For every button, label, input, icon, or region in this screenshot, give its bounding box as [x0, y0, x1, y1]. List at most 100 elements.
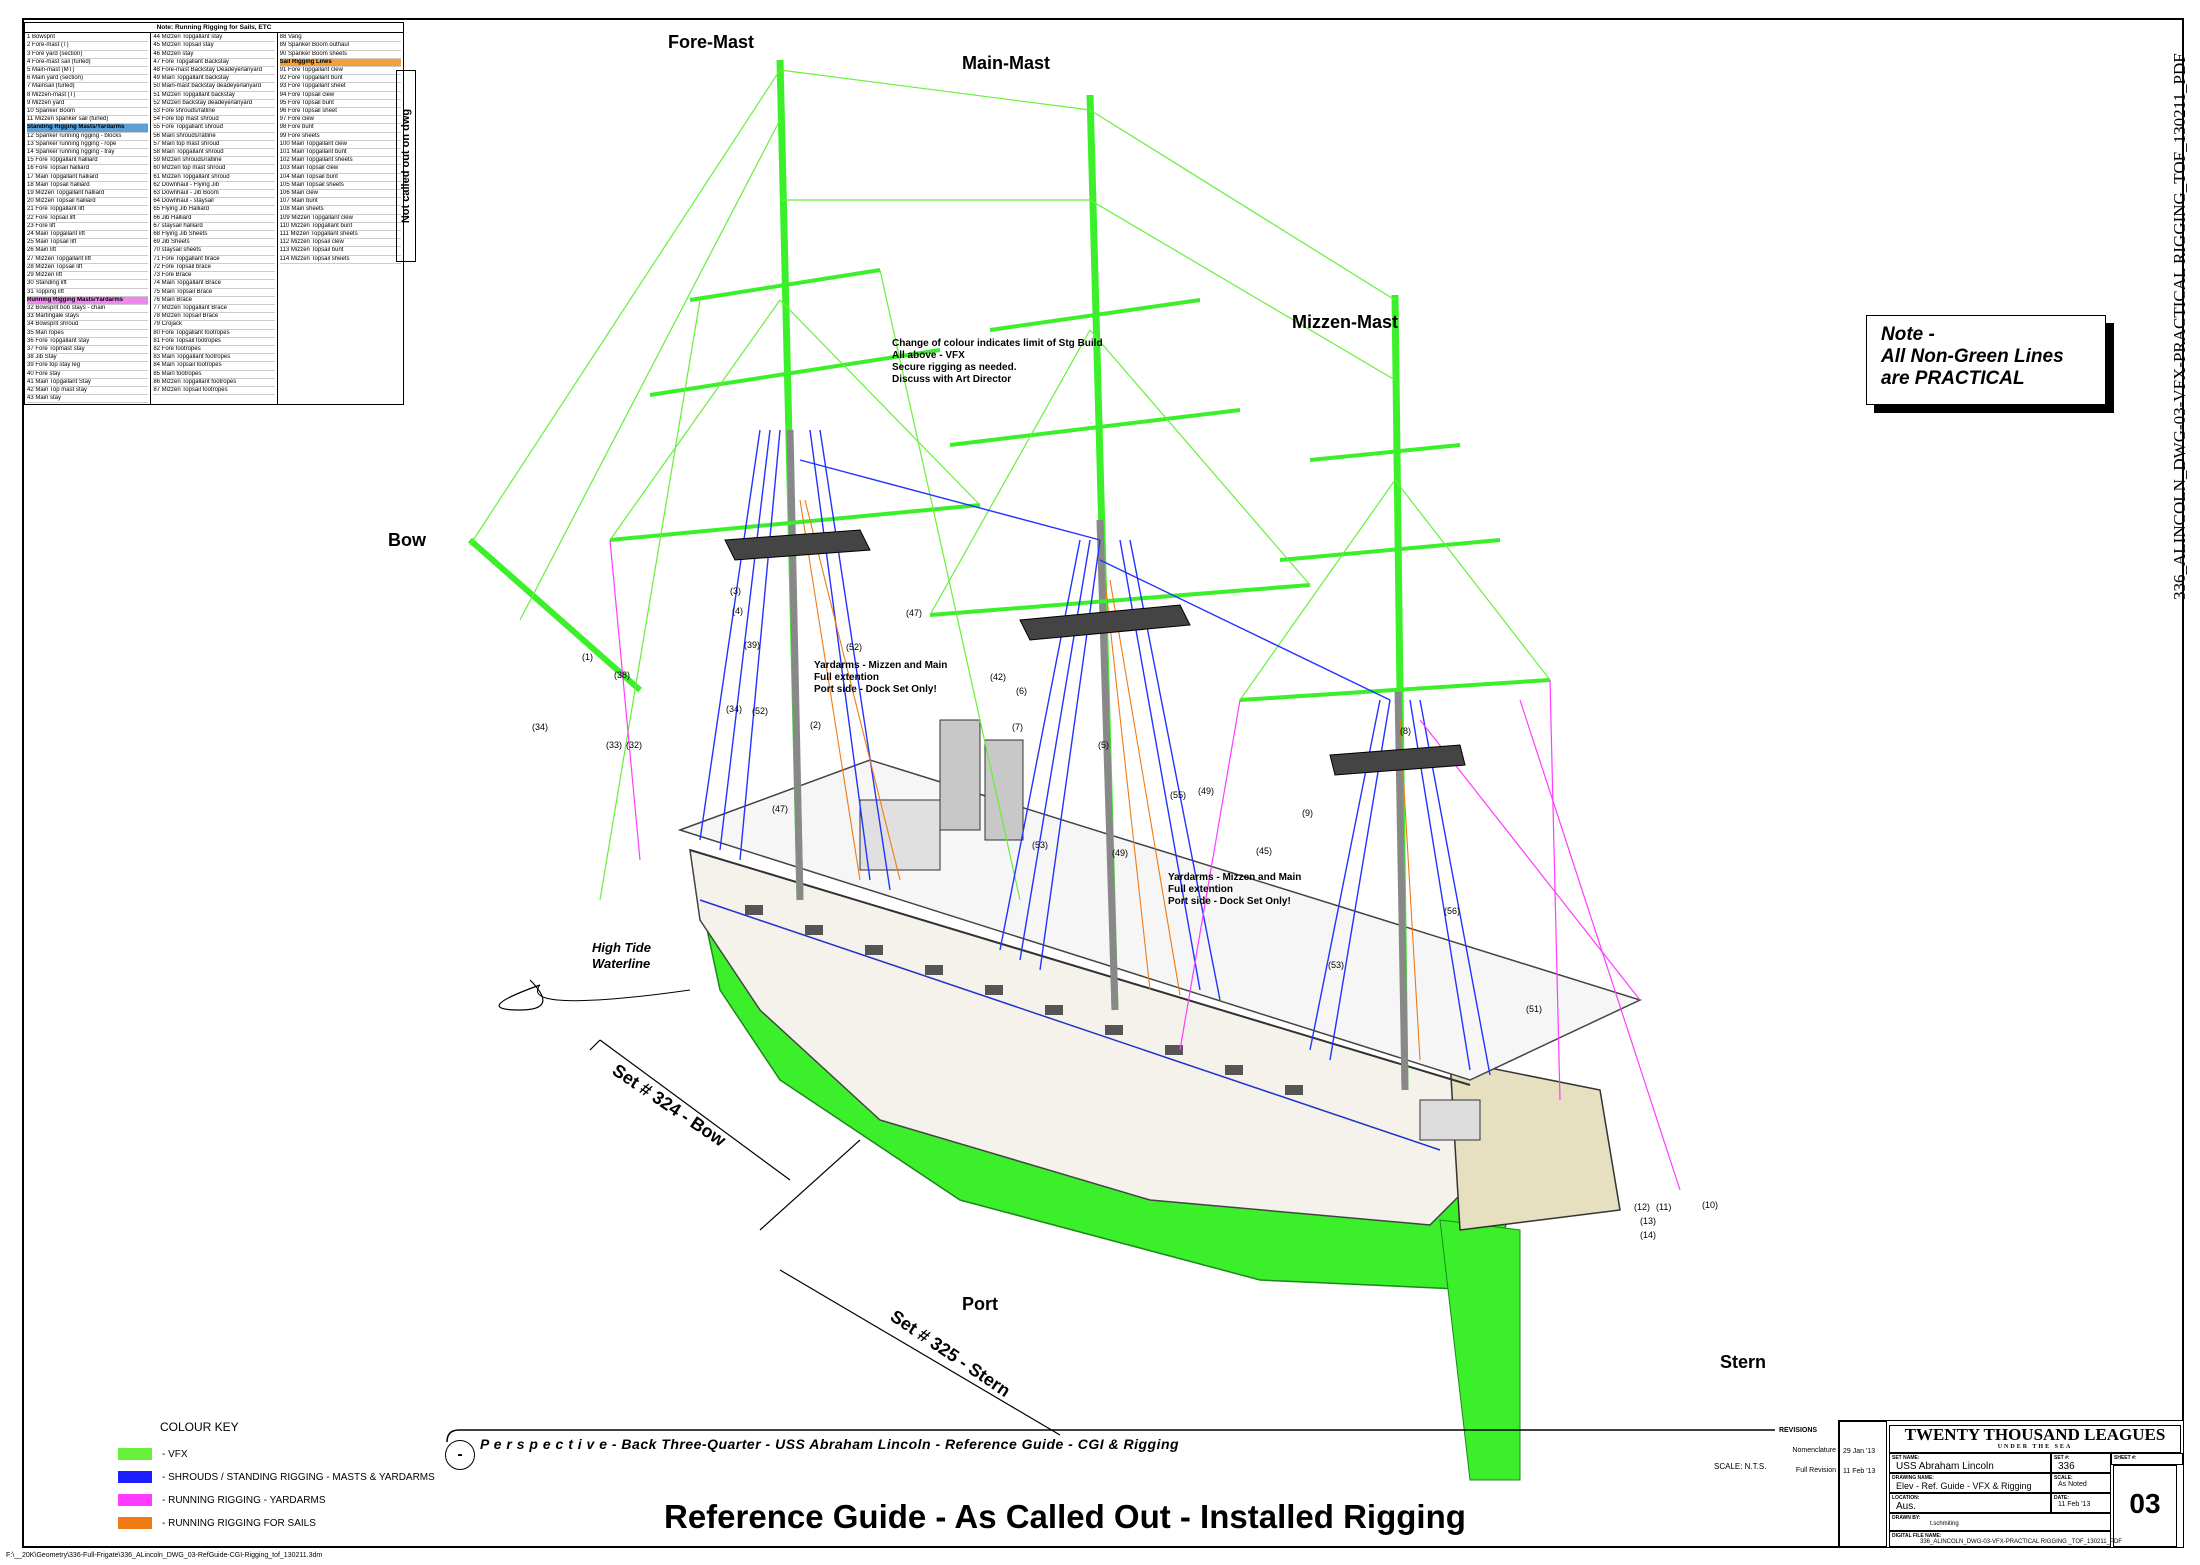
- legend-row: 54 Fore top mast shroud: [153, 116, 275, 125]
- legend-row: 101 Main Topgallant bunt: [279, 149, 401, 158]
- high-tide-waterline-label: High Tide Waterline: [592, 940, 651, 971]
- main-title: Reference Guide - As Called Out - Instal…: [664, 1498, 1466, 1535]
- legend-row: 68 Flying Jib Sheets: [153, 231, 275, 240]
- legend-section-header: Sail Rigging Lines: [279, 58, 401, 68]
- colour-key-item: - RUNNING RIGGING FOR SAILS: [118, 1513, 435, 1533]
- legend-section-header: Standing Rigging Masts/Yardarms: [27, 124, 149, 133]
- callout-number: (45): [1256, 846, 1273, 856]
- set-number-field: SET #:336: [2051, 1453, 2111, 1473]
- callout-number: (8): [1400, 726, 1411, 736]
- legend-row: 15 Fore Topgallant halliard: [27, 157, 149, 166]
- legend-row: 57 Main top mast shroud: [153, 141, 275, 150]
- legend-row: 50 Main-mast backstay deadeye/lanyard: [153, 83, 275, 92]
- callout-number: (4): [732, 606, 743, 616]
- legend-row: 17 Main Topgallant halliard: [27, 174, 149, 182]
- legend-row: 110 Mizzen Topgallant bunt: [279, 223, 401, 232]
- legend-row: 77 Mizzen Topgallant Brace: [153, 305, 275, 314]
- colour-key: COLOUR KEY - VFX - SHROUDS / STANDING RI…: [118, 1420, 435, 1536]
- perspective-title-line: [446, 1429, 1775, 1443]
- tops-platforms: [724, 529, 1466, 776]
- legend-row: 30 Standing lift: [27, 280, 149, 289]
- legend-row: 18 Main Topsail halliard: [27, 182, 149, 191]
- legend-row: 56 Main shrouds/ratline: [153, 133, 275, 141]
- legend-row: 32 Bowsprit bob stays - chain: [27, 305, 149, 314]
- callout-number: (42): [990, 672, 1007, 682]
- legend-row: 63 Downhaul - Jib Boom: [153, 190, 275, 199]
- legend-row: 109 Mizzen Topgallant clew: [279, 215, 401, 223]
- legend-row: 93 Fore Topgallant sheet: [279, 83, 401, 92]
- legend-row: 61 Mizzen Topgallant shroud: [153, 174, 275, 182]
- legend-row: 106 Main clew: [279, 190, 401, 199]
- perspective-view-title: P e r s p e c t i v e - Back Three-Quart…: [480, 1436, 1180, 1452]
- file-path: F:\__20K\Geometry\336-Full-Frigate\336_A…: [6, 1552, 323, 1559]
- waterline-leader: [537, 984, 691, 1002]
- legend-row: 92 Fore Topgallant bunt: [279, 75, 401, 84]
- legend-row: 60 Mizzen top mast shroud: [153, 165, 275, 174]
- legend-row: 72 Fore Topsail brace: [153, 264, 275, 273]
- legend-row: 78 Mizzen Topsail Brace: [153, 313, 275, 322]
- legend-row: 22 Fore Topsail lift: [27, 215, 149, 223]
- callout-number: (33): [606, 740, 623, 750]
- callout-number: (9): [1302, 808, 1313, 818]
- fore-mast-label: Fore-Mast: [668, 32, 755, 52]
- legend-row: 2 Fore-mast (T): [27, 42, 149, 51]
- sheet-number-label: SHEET #:: [2111, 1453, 2183, 1465]
- legend-row: 37 Fore Topmast stay: [27, 346, 149, 355]
- legend-row: 48 Fore-mast Backstay Deadeye/lanyard: [153, 67, 275, 76]
- running-rigging-sails: [799, 499, 1421, 1061]
- title-block: 29 Jan '13 11 Feb '13 TWENTY THOUSAND LE…: [1838, 1420, 2184, 1548]
- yardarms-callout-1: Yardarms - Mizzen and Main Full extentio…: [814, 660, 948, 695]
- main-mast-label: Main-Mast: [962, 53, 1051, 73]
- legend-row: 59 Mizzen shrouds/ratline: [153, 157, 275, 166]
- legend-row: 86 Mizzen Topgallant footropes: [153, 379, 275, 387]
- callout-number: (47): [772, 804, 789, 814]
- callout-number: (2): [810, 720, 821, 730]
- legend-row: 70 staysail sheets: [153, 247, 275, 256]
- legend-row: 16 Fore Topsail halliard: [27, 165, 149, 174]
- legend-row: 14 Spanker running rigging - tray: [27, 149, 149, 158]
- callout-number: (7): [1012, 722, 1023, 732]
- legend-row: 103 Main Topsail clew: [279, 165, 401, 174]
- legend-row: 21 Fore Topgallant lift: [27, 206, 149, 215]
- colour-swatch: [118, 1471, 152, 1483]
- callout-number: (38): [614, 670, 631, 680]
- legend-row: 5 Main-mast (MT): [27, 67, 149, 76]
- legend-row: 38 Jib Stay: [27, 354, 149, 363]
- legend-row: 27 Mizzen Topgallant lift: [27, 256, 149, 264]
- legend-row: 100 Main Topgallant clew: [279, 141, 401, 150]
- sheet-border: [22, 18, 2184, 1548]
- colour-swatch: [118, 1448, 152, 1460]
- colour-key-item: - RUNNING RIGGING - YARDARMS: [118, 1490, 435, 1510]
- legend-row: 19 Mizzen Topgallant halliard: [27, 190, 149, 199]
- view-symbol: -: [445, 1440, 475, 1470]
- legend-row: 81 Fore Topsail footropes: [153, 338, 275, 346]
- callout-number: (55): [1170, 790, 1187, 800]
- colour-swatch: [118, 1494, 152, 1506]
- vfx-rigging: [469, 69, 1551, 901]
- legend-row: 43 Main stay: [27, 395, 149, 404]
- practical-lines-note: Note - All Non-Green Lines are PRACTICAL: [1866, 315, 2106, 405]
- bow-label: Bow: [388, 530, 426, 550]
- date-field: DATE:11 Feb '13: [2051, 1493, 2111, 1513]
- legend-row: 58 Main Topgallant shroud: [153, 149, 275, 158]
- callout-number: (14): [1640, 1230, 1657, 1240]
- yardarms: [609, 268, 1551, 702]
- colour-change-callout: Change of colour indicates limit of Stg …: [892, 338, 1103, 385]
- legend-row: 35 Man ropes: [27, 330, 149, 338]
- legend-row: 55 Fore Topgallant shroud: [153, 124, 275, 133]
- callout-number: (53): [1328, 960, 1345, 970]
- legend-row: 20 Mizzen Topsail halliard: [27, 198, 149, 207]
- drawing-name-field: DRAWING NAME:Elev - Ref. Guide - VFX & R…: [1889, 1473, 2051, 1493]
- callout-number: (51): [1526, 1004, 1543, 1014]
- legend-row: 12 Spanker running rigging - blocks: [27, 133, 149, 141]
- legend-row: 29 Mizzen lift: [27, 272, 149, 281]
- revision-dates: 29 Jan '13 11 Feb '13: [1839, 1421, 1887, 1547]
- legend-row: 65 Flying Jib Halliard: [153, 206, 275, 215]
- legend-row: 52 Mizzen backstay deadeye/lanyard: [153, 100, 275, 109]
- legend-row: 74 Main Topgallant Brace: [153, 280, 275, 289]
- legend-row: 45 Mizzen Topsail stay: [153, 42, 275, 51]
- legend-row: 66 Jib Halliard: [153, 215, 275, 223]
- legend-row: 4 Fore-mast sail (furled): [27, 59, 149, 68]
